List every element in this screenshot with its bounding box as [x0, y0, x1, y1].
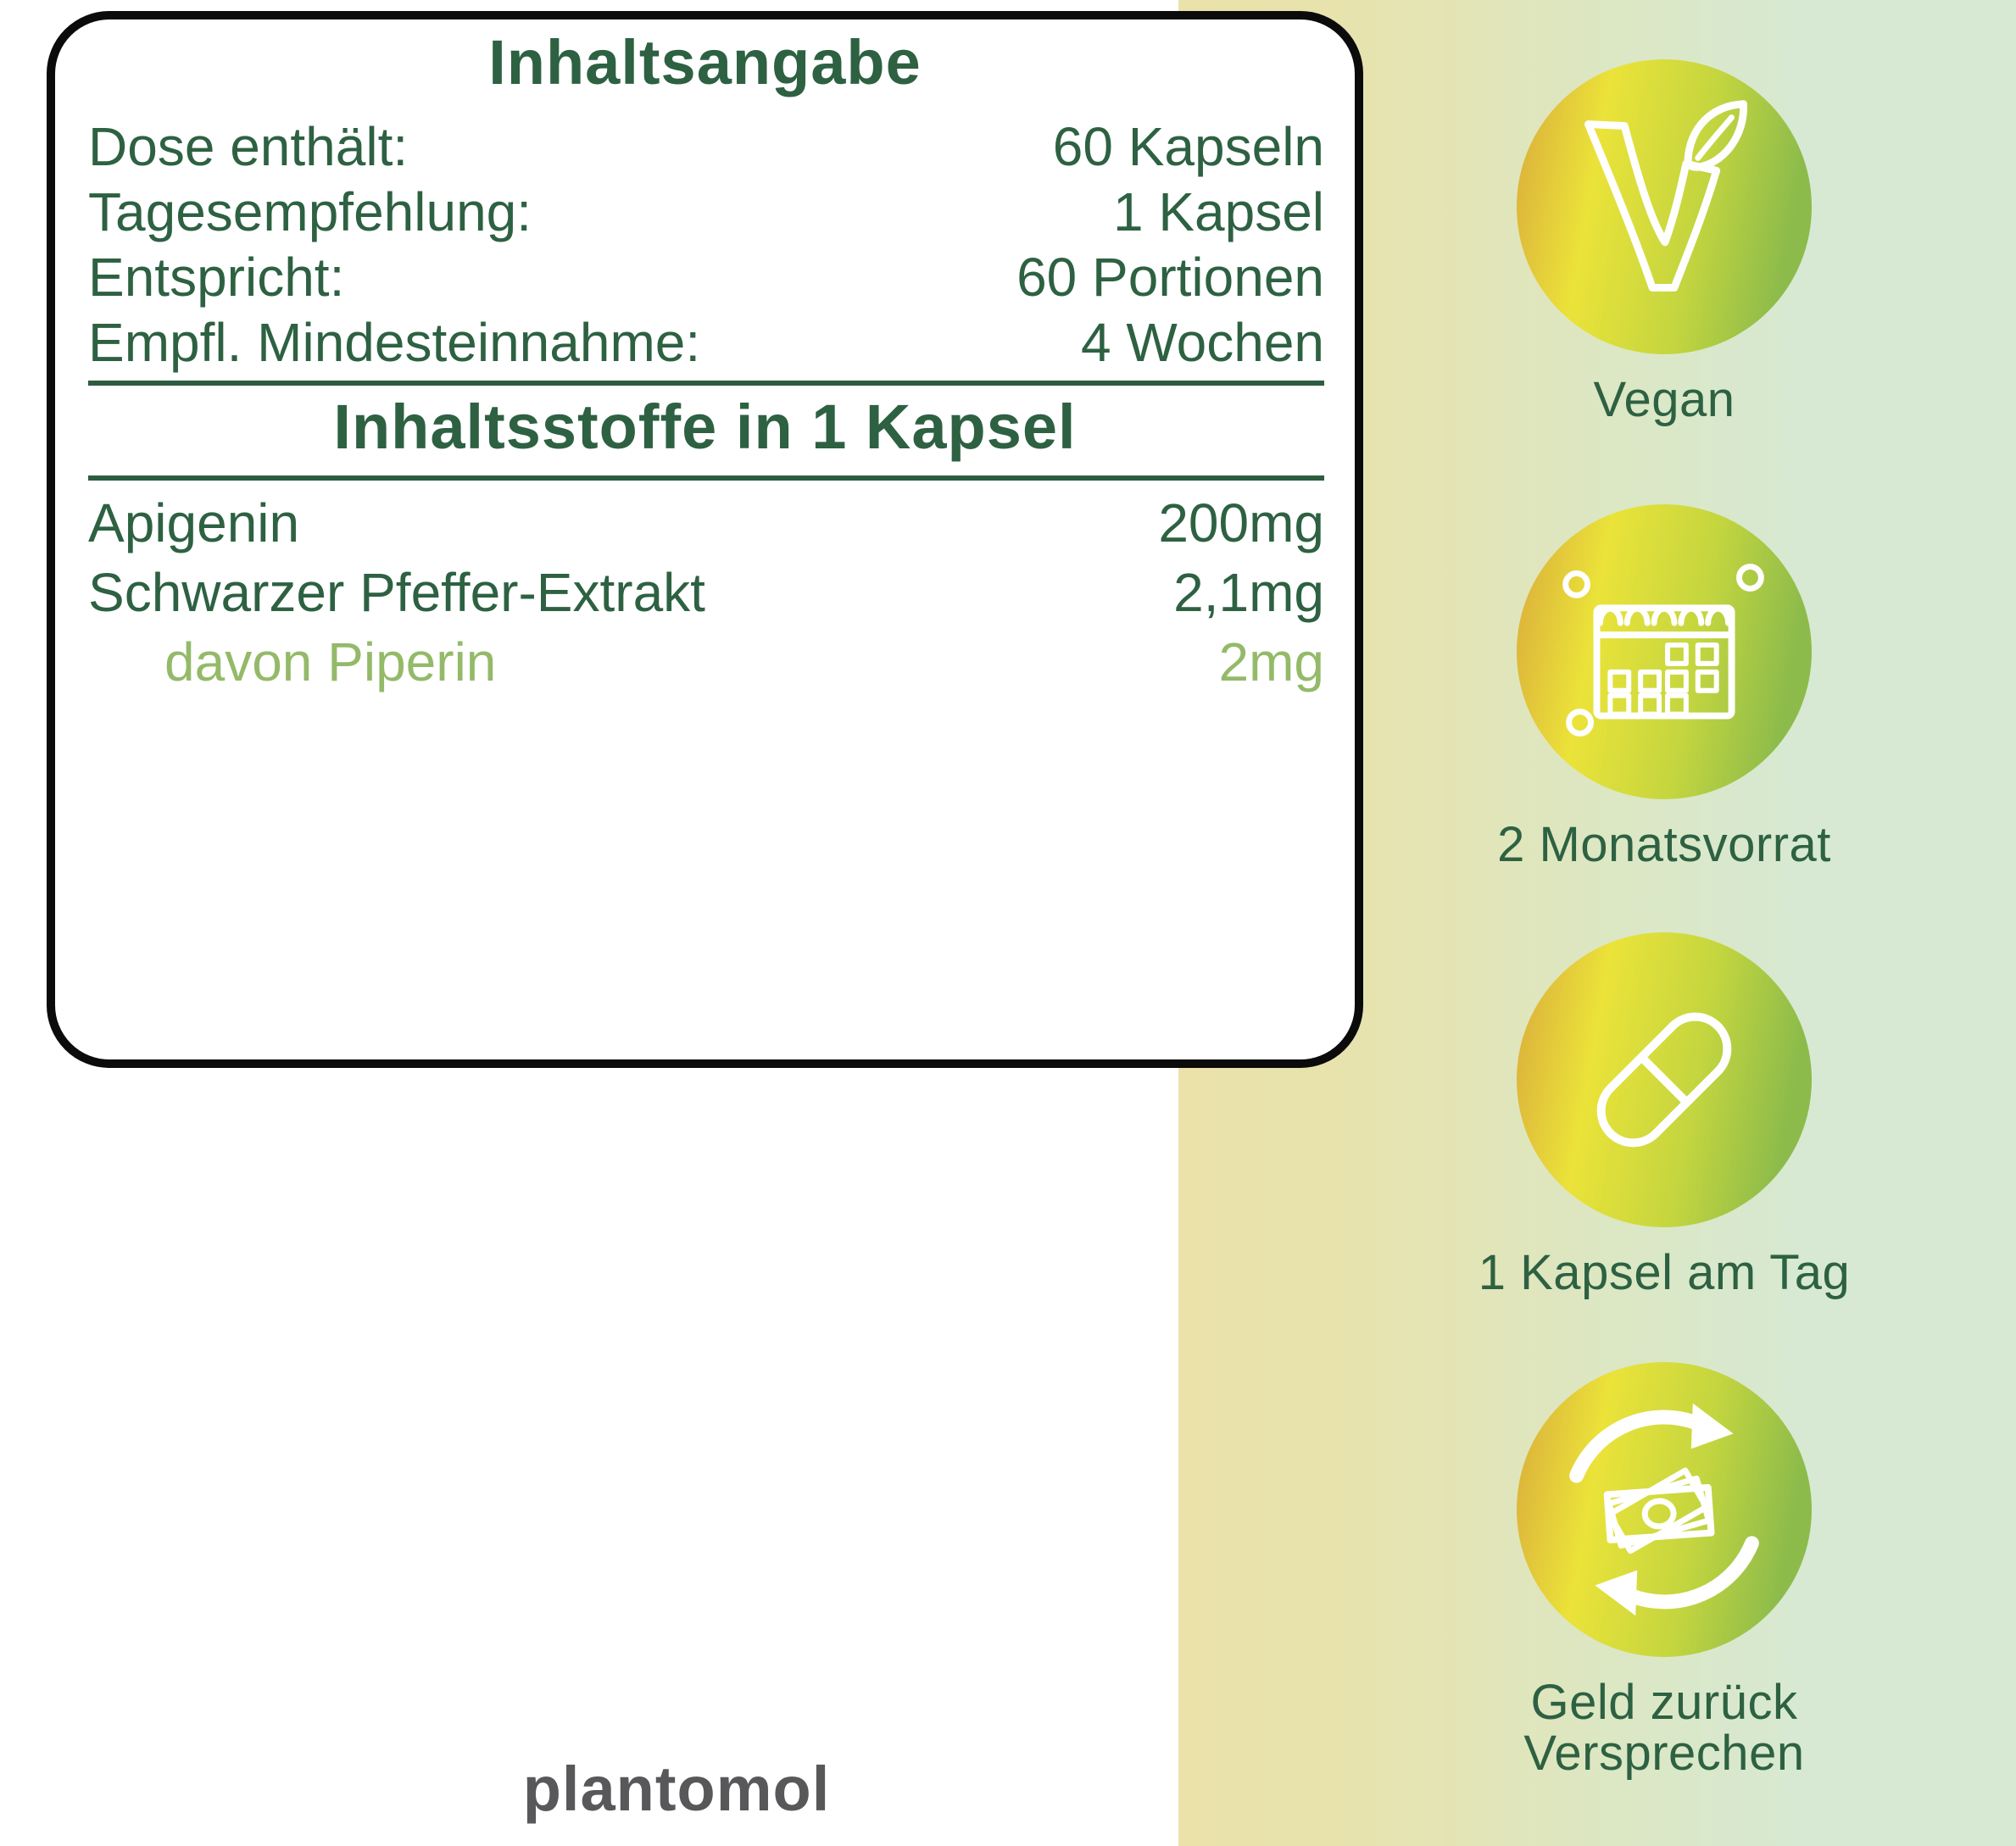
ingredient-amount: 2,1mg — [1173, 562, 1324, 623]
info-table: Dose enthält: 60 Kapseln Tagesempfehlung… — [88, 114, 1324, 375]
vegan-icon — [1517, 59, 1812, 354]
info-row: Dose enthält: 60 Kapseln — [88, 114, 1324, 180]
info-row: Empfl. Mindesteinnahme: 4 Wochen — [88, 310, 1324, 375]
ingredient-row: Apigenin 200mg — [88, 488, 1324, 558]
ingredient-row: Schwarzer Pfeffer-Extrakt 2,1mg — [88, 558, 1324, 627]
feature-label: Geld zurück Versprechen — [1523, 1675, 1805, 1781]
divider — [88, 381, 1324, 386]
ingredient-name: Apigenin — [88, 492, 300, 553]
ingredient-name: Schwarzer Pfeffer-Extrakt — [88, 562, 705, 623]
ingredient-amount: 2mg — [1218, 631, 1325, 692]
capsule-icon — [1517, 932, 1812, 1227]
feature-geld-zurueck: Geld zurück Versprechen — [1452, 1362, 1876, 1779]
card-title: Inhaltsangabe — [488, 27, 922, 97]
calendar-icon — [1517, 504, 1812, 799]
divider — [88, 475, 1324, 481]
feature-monatsvorrat: 2 Monatsvorrat — [1452, 504, 1876, 870]
ingredients-table: Apigenin 200mg Schwarzer Pfeffer-Extrakt… — [88, 488, 1324, 697]
ingredient-amount: 200mg — [1158, 492, 1324, 553]
feature-kapsel-am-tag: 1 Kapsel am Tag — [1452, 932, 1876, 1298]
info-row: Entspricht: 60 Portionen — [88, 245, 1324, 310]
info-row: Tagesempfehlung: 1 Kapsel — [88, 180, 1324, 245]
inhaltsangabe-card: Inhaltsangabe Dose enthält: 60 Kapseln T… — [47, 11, 1363, 1068]
info-label: Dose enthält: — [88, 116, 409, 177]
brand-logo: plantomol — [522, 1754, 831, 1824]
section-title: Inhaltsstoffe in 1 Kapsel — [333, 392, 1077, 462]
info-value: 1 Kapsel — [1112, 181, 1324, 242]
info-label: Tagesempfehlung: — [88, 181, 532, 242]
info-label: Entspricht: — [88, 247, 345, 308]
feature-label: Vegan — [1593, 372, 1735, 427]
feature-label: 2 Monatsvorrat — [1497, 817, 1831, 872]
ingredient-name: davon Piperin — [164, 631, 497, 692]
info-value: 60 Kapseln — [1052, 116, 1324, 177]
feature-vegan: Vegan — [1452, 59, 1876, 425]
ingredient-row-sub: davon Piperin 2mg — [88, 627, 1324, 697]
money-back-icon — [1517, 1362, 1812, 1657]
feature-label: 1 Kapsel am Tag — [1478, 1245, 1851, 1300]
info-value: 4 Wochen — [1081, 312, 1324, 373]
info-label: Empfl. Mindesteinnahme: — [88, 312, 701, 373]
info-value: 60 Portionen — [1016, 247, 1324, 308]
